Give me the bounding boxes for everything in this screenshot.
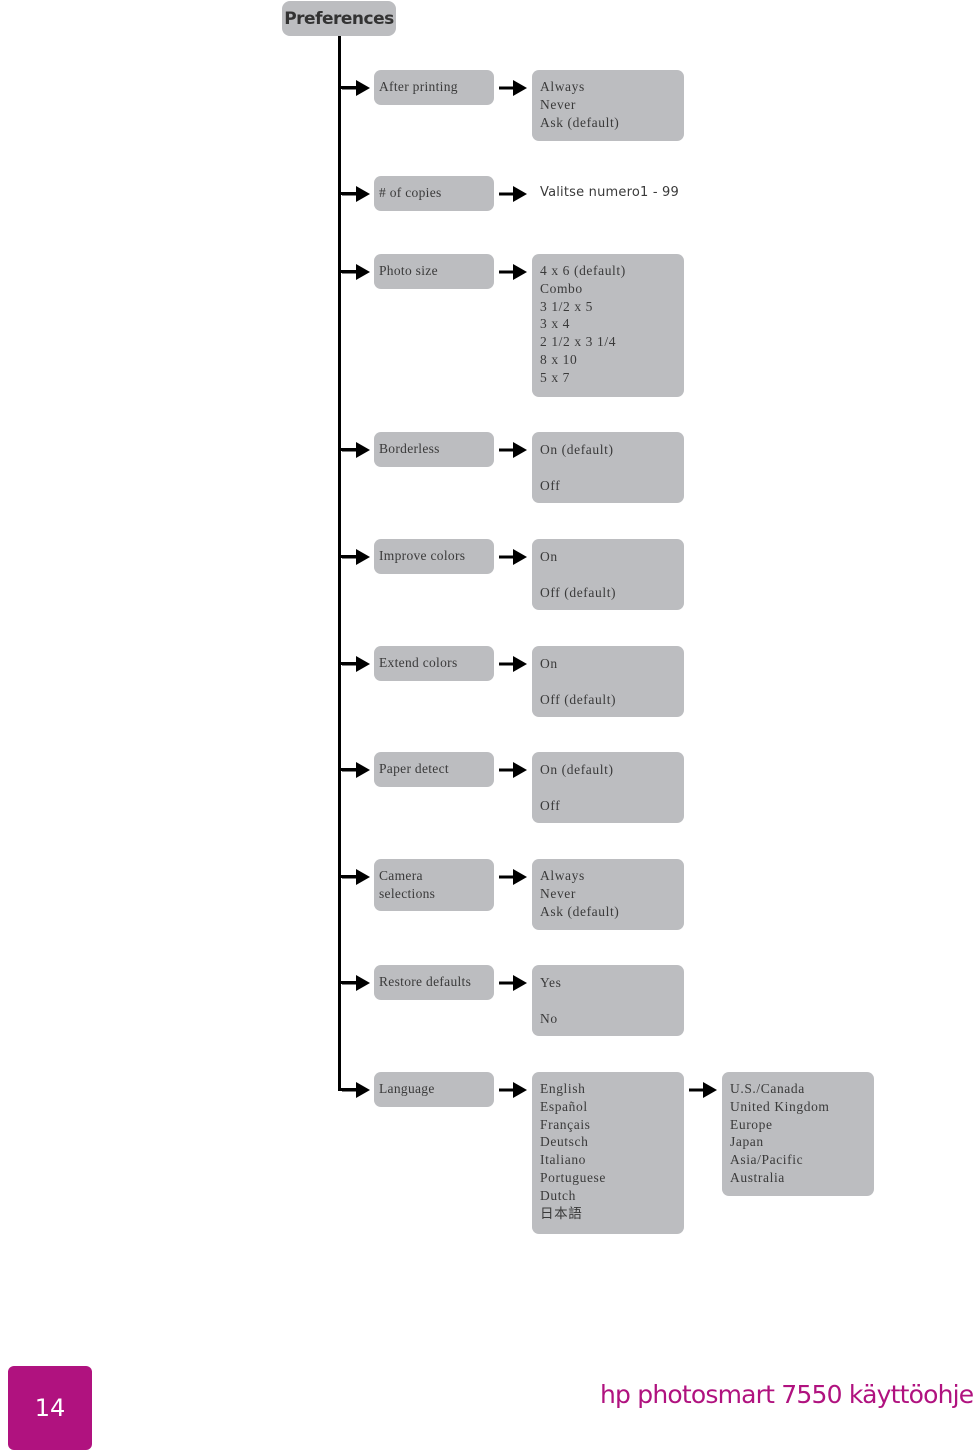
branch-arrow-icon (342, 869, 370, 885)
option-arrow-icon (499, 869, 527, 885)
region-option-value: United Kingdom (730, 1098, 830, 1114)
option-arrow-icon (499, 186, 527, 202)
option-value: Off (540, 797, 561, 813)
option-value: Deutsch (540, 1134, 589, 1150)
menu-item-label: Improve colors (379, 548, 466, 563)
option-value: English (540, 1081, 586, 1096)
region-option-value: U.S./Canada (730, 1081, 805, 1096)
option-arrow-icon (499, 1082, 527, 1098)
branch-arrow-icon (342, 1082, 370, 1098)
option-value: Español (540, 1098, 588, 1114)
option-value: No (540, 1010, 558, 1026)
branch-arrow-icon (342, 549, 370, 565)
option-value: 8 x 10 (540, 351, 578, 367)
option-value: Italiano (540, 1152, 587, 1168)
option-value: Always (540, 79, 585, 94)
option-value: Combo (540, 280, 583, 296)
menu-item-label: Borderless (379, 441, 440, 456)
option-value: 日本語 (540, 1205, 583, 1221)
options-box: On (default) Off (532, 432, 684, 503)
menu-item-box: Photo size (374, 254, 494, 289)
menu-item-label: After printing (379, 79, 458, 94)
menu-item-label: # of copies (379, 185, 442, 200)
branch-arrow-icon (342, 80, 370, 96)
menu-item-label: Camera (379, 868, 423, 883)
option-value: Never (540, 96, 576, 112)
menu-item-label: Extend colors (379, 655, 458, 670)
option-value: 4 x 6 (default) (540, 263, 626, 278)
option-value: Dutch (540, 1187, 576, 1203)
option-arrow-icon (499, 80, 527, 96)
region-option-value: Japan (730, 1134, 764, 1150)
option-value: Ask (default) (540, 903, 620, 919)
menu-item-box: # of copies (374, 176, 494, 211)
option-value: 1 - 99 (640, 185, 679, 200)
option-value: Portuguese (540, 1169, 606, 1185)
branch-arrow-icon (342, 975, 370, 991)
menu-item-label: Photo size (379, 263, 438, 278)
branch-arrow-icon (342, 762, 370, 778)
option-value: 2 1/2 x 3 1/4 (540, 334, 617, 350)
manual-title: hp photosmart 7550 käyttöohje (600, 1380, 973, 1409)
option-value: 3 x 4 (540, 316, 570, 332)
menu-item-box: Camera selections (374, 859, 494, 911)
option-arrow-icon (499, 762, 527, 778)
menu-item-box: Improve colors (374, 539, 494, 574)
options-box: Valitse numero1 - 99 (540, 184, 679, 202)
option-value: Never (540, 885, 576, 901)
option-value: Off (540, 477, 561, 493)
menu-item-label: Restore defaults (379, 974, 472, 989)
option-value: Ask (default) (540, 114, 620, 130)
branch-arrow-icon (342, 656, 370, 672)
option-value: On (540, 656, 558, 671)
options-box: 4 x 6 (default) Combo 3 1/2 x 5 3 x 4 2 1/2 … (532, 254, 684, 397)
option-value: On (default) (540, 442, 614, 457)
option-value: 3 1/2 x 5 (540, 298, 594, 314)
sub-option-arrow-icon (689, 1082, 717, 1098)
option-arrow-icon (499, 549, 527, 565)
branch-arrow-icon (342, 264, 370, 280)
menu-item-box: Language (374, 1072, 494, 1107)
option-value: On (540, 549, 558, 564)
tree-trunk-line (338, 36, 341, 1090)
branch-arrow-icon (342, 442, 370, 458)
option-value: Off (default) (540, 584, 617, 600)
menu-item-box: Restore defaults (374, 965, 494, 1000)
preferences-root: Preferences (282, 1, 396, 36)
options-box: On (default) Off (532, 752, 684, 823)
option-arrow-icon (499, 975, 527, 991)
menu-item-box: Borderless (374, 432, 494, 467)
option-value: Valitse numero (540, 185, 641, 200)
option-value: 5 x 7 (540, 369, 570, 385)
branch-arrow-icon (342, 186, 370, 202)
region-option-value: Europe (730, 1116, 773, 1132)
menu-item-box: Paper detect (374, 752, 494, 787)
option-arrow-icon (499, 264, 527, 280)
option-value: Français (540, 1116, 591, 1132)
option-value: Always (540, 868, 585, 883)
page-number: 14 (8, 1366, 92, 1450)
region-option-value: Australia (730, 1169, 785, 1185)
menu-item-box: Extend colors (374, 646, 494, 681)
option-arrow-icon (499, 442, 527, 458)
menu-item-label: Language (379, 1081, 435, 1096)
option-value: Off (default) (540, 691, 617, 707)
menu-item-box: After printing (374, 70, 494, 105)
region-option-value: Asia/Pacific (730, 1152, 804, 1168)
option-value: Yes (540, 975, 562, 990)
menu-item-label: Paper detect (379, 761, 449, 776)
option-arrow-icon (499, 656, 527, 672)
option-value: On (default) (540, 762, 614, 777)
menu-item-label: selections (379, 886, 436, 901)
